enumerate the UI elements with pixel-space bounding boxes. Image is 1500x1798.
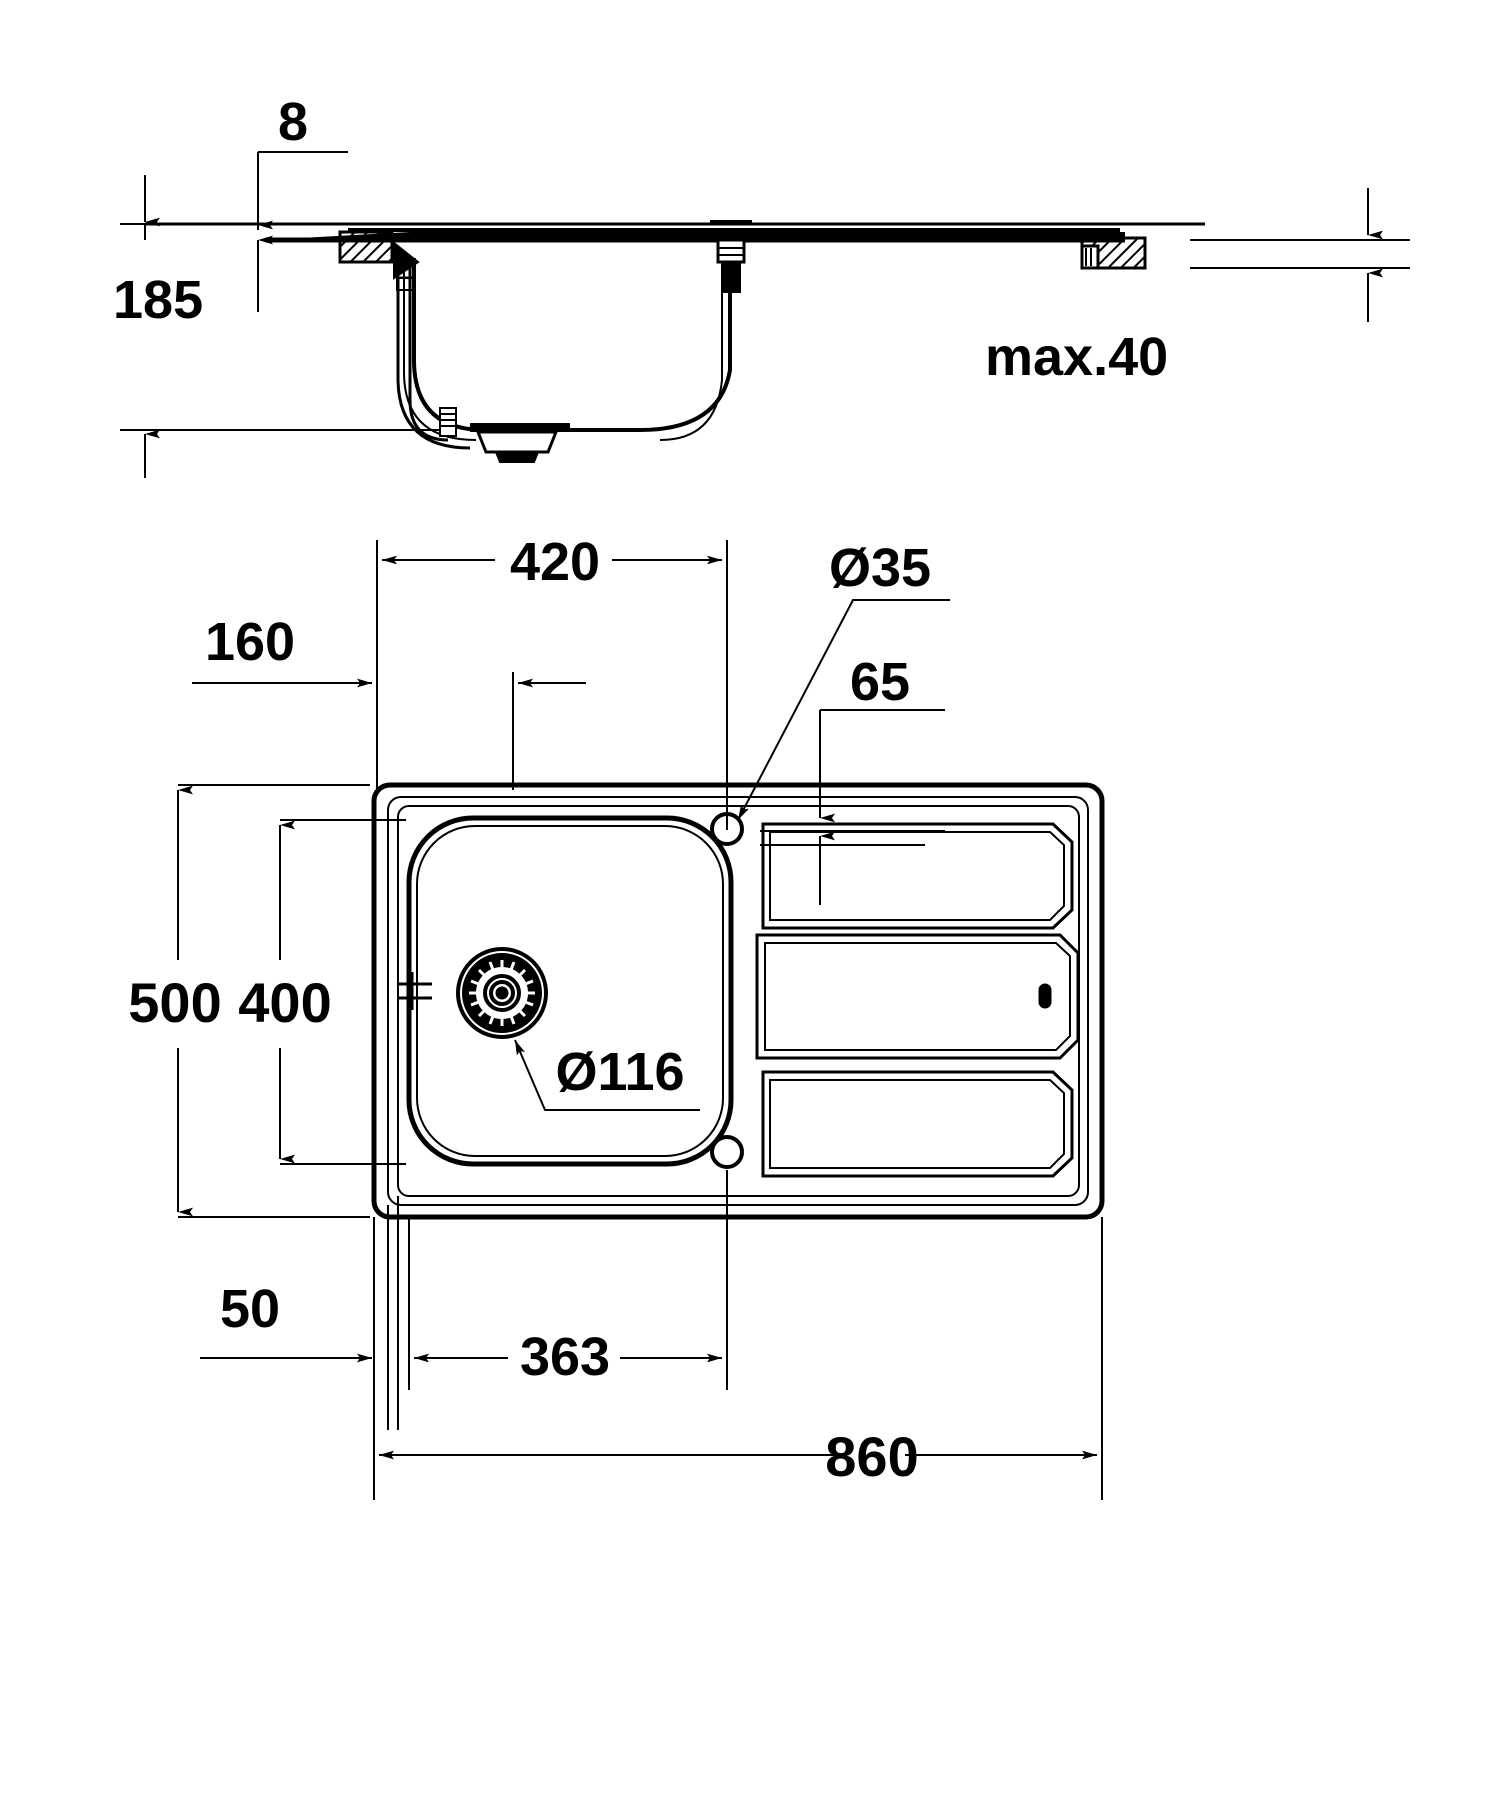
dimension-label-420: 420 bbox=[510, 532, 600, 592]
dimension-label-50: 50 bbox=[220, 1279, 280, 1339]
dimension-363 bbox=[408, 1170, 728, 1390]
dimension-400 bbox=[279, 819, 406, 1165]
dimension-label-max40: max.40 bbox=[985, 327, 1168, 387]
dimension-label-400: 400 bbox=[238, 971, 331, 1034]
worktop-section-right bbox=[1080, 236, 1147, 270]
dimension-dia35-leader bbox=[737, 599, 950, 821]
overflow-slot bbox=[397, 972, 432, 1010]
dimension-8 bbox=[257, 151, 348, 312]
dimension-420-inner-tick bbox=[512, 672, 586, 790]
dimension-label-500: 500 bbox=[128, 971, 221, 1034]
section-view bbox=[120, 151, 1410, 478]
drainboard-ribs bbox=[755, 822, 1080, 1178]
dimension-185 bbox=[120, 175, 440, 478]
overflow-pipe bbox=[408, 262, 449, 442]
plan-view bbox=[177, 540, 1105, 1500]
dimension-label-185: 185 bbox=[113, 270, 203, 330]
drainboard-underside bbox=[639, 280, 732, 441]
dimension-label-860: 860 bbox=[825, 1425, 918, 1488]
dimension-label-dia35: Ø35 bbox=[829, 538, 931, 598]
worktop-section-left bbox=[338, 230, 394, 264]
dimension-label-160: 160 bbox=[205, 612, 295, 672]
dimension-label-8: 8 bbox=[278, 92, 308, 152]
dimension-label-363: 363 bbox=[520, 1327, 610, 1387]
dimension-65 bbox=[760, 709, 945, 905]
dimension-label-dia116: Ø116 bbox=[555, 1042, 684, 1102]
dimension-420 bbox=[376, 540, 728, 830]
dimension-860 bbox=[373, 1217, 1103, 1500]
dimension-label-65: 65 bbox=[850, 652, 910, 712]
extension-lines bbox=[387, 1196, 399, 1430]
waste-outlet-section bbox=[439, 407, 570, 463]
tap-hole-lower bbox=[710, 1135, 744, 1169]
dimension-dia116-leader bbox=[514, 1039, 700, 1111]
sink-bowl bbox=[406, 815, 734, 1167]
waste-strainer bbox=[456, 947, 548, 1039]
sink-rim-plate bbox=[265, 228, 1125, 243]
tap-hole-boss-section bbox=[710, 220, 752, 293]
dimension-500 bbox=[177, 784, 370, 1218]
